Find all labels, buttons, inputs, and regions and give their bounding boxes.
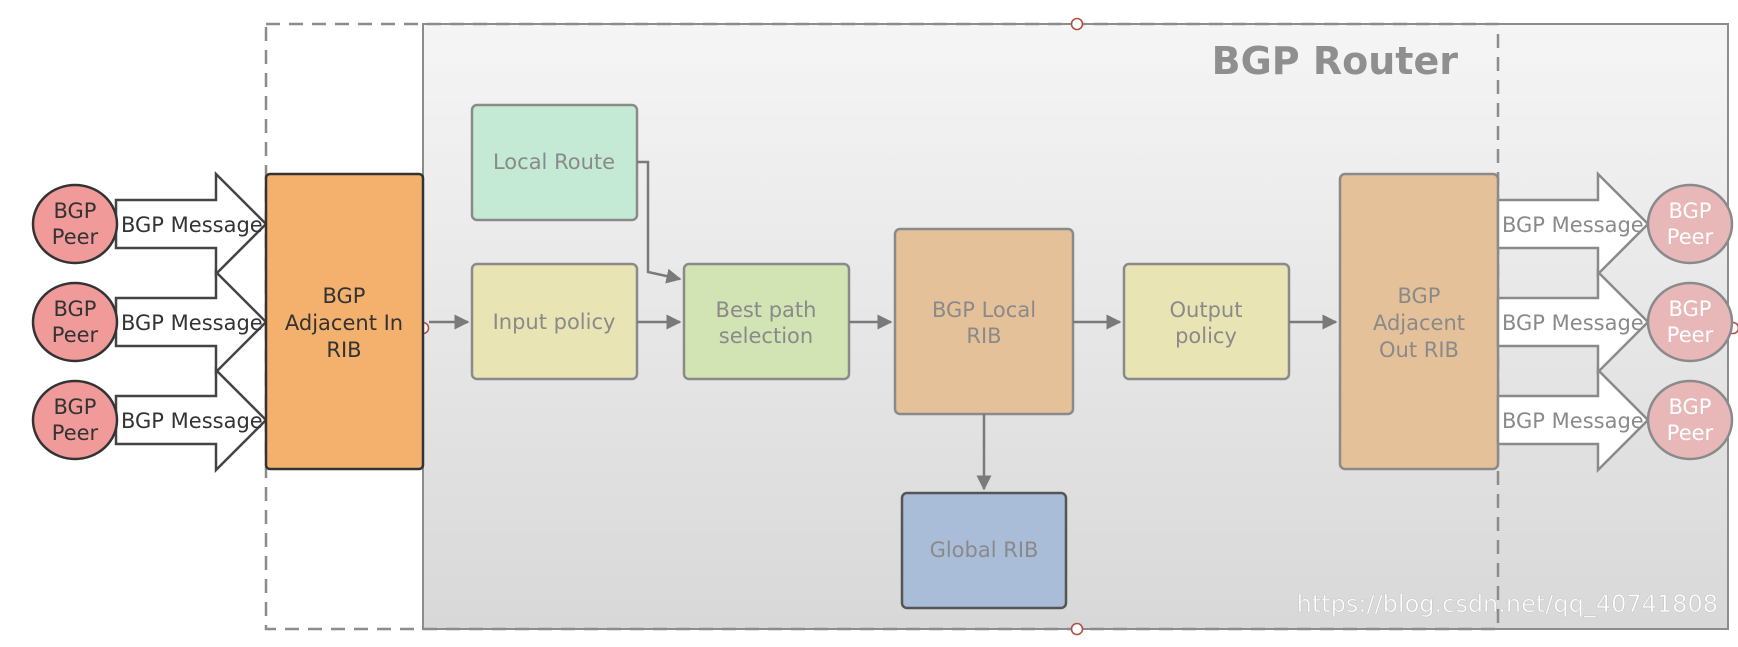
local-rib-label-l1: BGP Local <box>932 298 1036 322</box>
left-peer-2: BGP Message BGP Peer <box>33 370 266 470</box>
local-rib-box: BGP Local RIB <box>895 229 1073 414</box>
peer-node-right-1 <box>1648 283 1732 361</box>
peer-node-left-0 <box>33 185 117 263</box>
message-label-left-2: BGP Message <box>121 409 263 433</box>
adj-out-rib-label-l1: BGP <box>1398 284 1441 308</box>
left-peer-1: BGP Message BGP Peer <box>33 272 266 372</box>
input-policy-label: Input policy <box>493 310 616 334</box>
peer-node-right-0 <box>1648 185 1732 263</box>
message-label-left-0: BGP Message <box>121 213 263 237</box>
best-path-selection-box: Best path selection <box>684 264 849 379</box>
local-rib-label-l2: RIB <box>966 324 1001 348</box>
local-route-label: Local Route <box>493 150 615 174</box>
adj-out-rib-label-l2: Adjacent <box>1373 311 1465 335</box>
right-peers: BGP Message BGP Peer BGP Message BGP Pee… <box>1498 174 1732 470</box>
handle-top <box>1072 19 1083 30</box>
peer-node-left-2 <box>33 381 117 459</box>
local-route-box: Local Route <box>472 105 637 220</box>
global-rib-label: Global RIB <box>930 538 1039 562</box>
output-policy-label-l1: Output <box>1170 298 1243 322</box>
left-peers: BGP Message BGP Peer BGP Message BGP Pee… <box>33 174 266 470</box>
peer-label-left-0-l1: BGP <box>54 199 97 223</box>
adj-in-rib-label-l2: Adjacent In <box>285 311 403 335</box>
peer-label-left-1-l1: BGP <box>54 297 97 321</box>
best-path-label-l2: selection <box>719 324 813 348</box>
adj-in-rib-box: BGP Adjacent In RIB <box>266 174 423 469</box>
message-label-left-1: BGP Message <box>121 311 263 335</box>
left-peer-0: BGP Message BGP Peer <box>33 174 266 274</box>
peer-label-right-0-l1: BGP <box>1669 199 1712 223</box>
output-policy-box: Output policy <box>1124 264 1289 379</box>
best-path-label-l1: Best path <box>716 298 817 322</box>
router-title: BGP Router <box>1212 39 1459 83</box>
peer-label-left-2-l1: BGP <box>54 395 97 419</box>
peer-label-right-1-l1: BGP <box>1669 297 1712 321</box>
message-label-right-2: BGP Message <box>1502 409 1644 433</box>
global-rib-box: Global RIB <box>902 493 1066 608</box>
output-policy-label-l2: policy <box>1175 324 1237 348</box>
peer-label-right-0-l2: Peer <box>1667 225 1714 249</box>
handle-bottom <box>1072 624 1083 635</box>
peer-label-right-2-l1: BGP <box>1669 395 1712 419</box>
peer-label-left-2-l2: Peer <box>52 421 99 445</box>
adj-out-rib-label-l3: Out RIB <box>1379 338 1459 362</box>
watermark-url: https://blog.csdn.net/qq_40741808 <box>1297 590 1718 618</box>
adj-in-rib-label-l1: BGP <box>323 284 366 308</box>
peer-node-left-1 <box>33 283 117 361</box>
peer-label-right-2-l2: Peer <box>1667 421 1714 445</box>
peer-node-right-2 <box>1648 381 1732 459</box>
message-label-right-0: BGP Message <box>1502 213 1644 237</box>
peer-label-right-1-l2: Peer <box>1667 323 1714 347</box>
peer-label-left-0-l2: Peer <box>52 225 99 249</box>
peer-label-left-1-l2: Peer <box>52 323 99 347</box>
adj-out-rib-box: BGP Adjacent Out RIB <box>1340 174 1498 469</box>
adj-in-rib-label-l3: RIB <box>326 338 361 362</box>
message-label-right-1: BGP Message <box>1502 311 1644 335</box>
input-policy-box: Input policy <box>472 264 637 379</box>
